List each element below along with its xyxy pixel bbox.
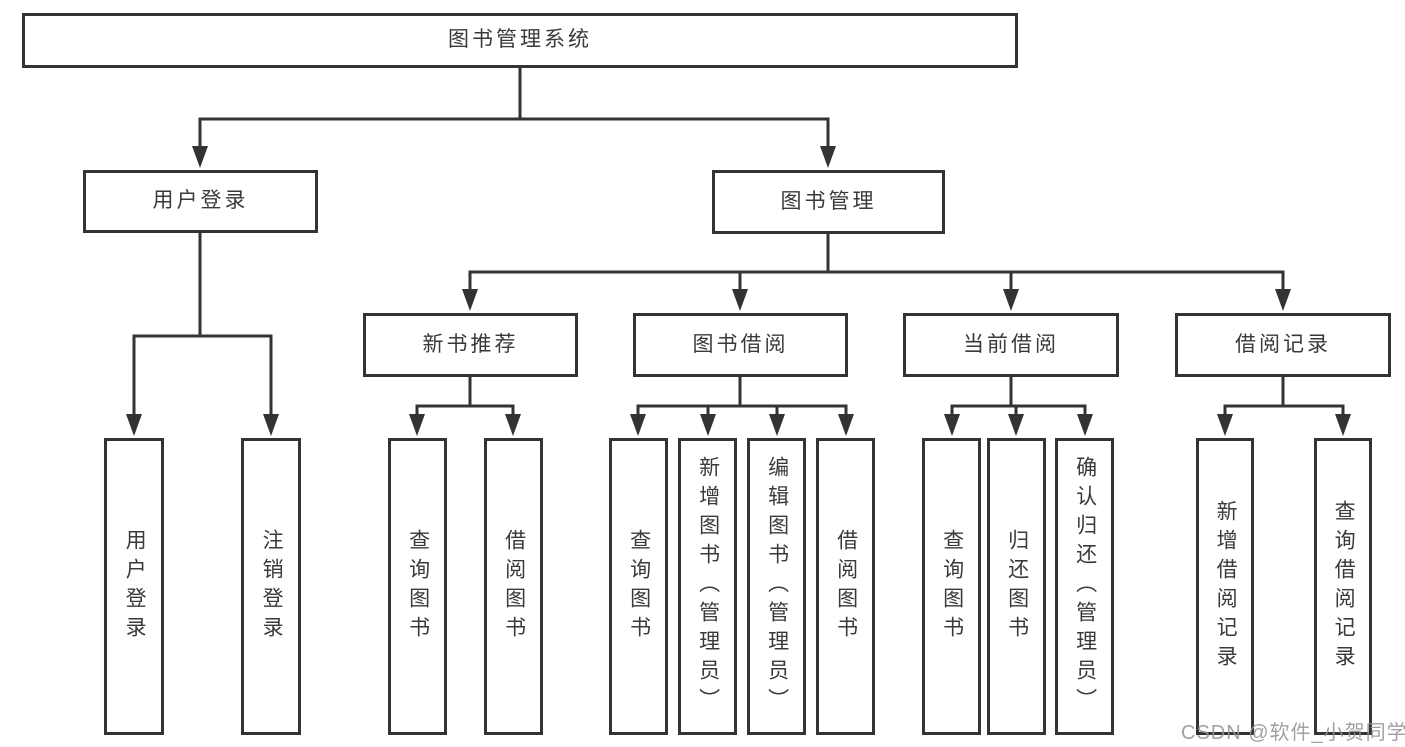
leaf-user-login: 用户登录: [104, 438, 164, 735]
leaf-add-book-admin: 新增图书（管理员）: [678, 438, 737, 735]
leaf-edit-book-admin: 编辑图书（管理员）: [747, 438, 806, 735]
node-current-borrow: 当前借阅: [903, 313, 1119, 377]
node-new-book-recommend: 新书推荐: [363, 313, 578, 377]
node-user-login: 用户登录: [83, 170, 318, 233]
leaf-confirm-return-admin: 确认归还（管理员）: [1055, 438, 1114, 735]
connector-new-book-to-leaves: [415, 375, 515, 420]
node-book-borrow: 图书借阅: [633, 313, 848, 377]
node-book-management: 图书管理: [712, 170, 945, 234]
connector-current-borrow-to-leaves: [950, 375, 1087, 420]
connector-book-borrow-to-leaves: [636, 375, 848, 420]
csdn-watermark: CSDN @软件_小贺同学: [1181, 722, 1405, 744]
arrowheads-level3: [462, 289, 1291, 311]
arrowheads-user-login: [126, 414, 279, 436]
connector-root-to-level2: [198, 66, 830, 152]
node-borrow-records: 借阅记录: [1175, 313, 1391, 377]
connector-user-login-to-leaves: [132, 231, 273, 420]
leaf-return-book: 归还图书: [987, 438, 1046, 735]
arrowheads-new-book: [409, 414, 521, 436]
arrowheads-book-borrow: [630, 414, 854, 436]
arrowheads-borrow-records: [1217, 414, 1351, 436]
connector-borrow-records-to-leaves: [1223, 375, 1345, 420]
leaf-query-books-recommend: 查询图书: [388, 438, 447, 735]
leaf-logout: 注销登录: [241, 438, 301, 735]
leaf-add-borrow-record: 新增借阅记录: [1196, 438, 1254, 735]
leaf-borrow-books-recommend: 借阅图书: [484, 438, 543, 735]
connector-book-management-to-level3: [468, 232, 1285, 295]
node-root-library-system: 图书管理系统: [22, 13, 1018, 68]
leaf-query-books-borrow: 查询图书: [609, 438, 668, 735]
arrowheads-current-borrow: [944, 414, 1093, 436]
leaf-query-books-current: 查询图书: [922, 438, 981, 735]
arrowheads-level2: [192, 146, 836, 168]
leaf-query-borrow-record: 查询借阅记录: [1314, 438, 1372, 735]
leaf-borrow-books: 借阅图书: [816, 438, 875, 735]
